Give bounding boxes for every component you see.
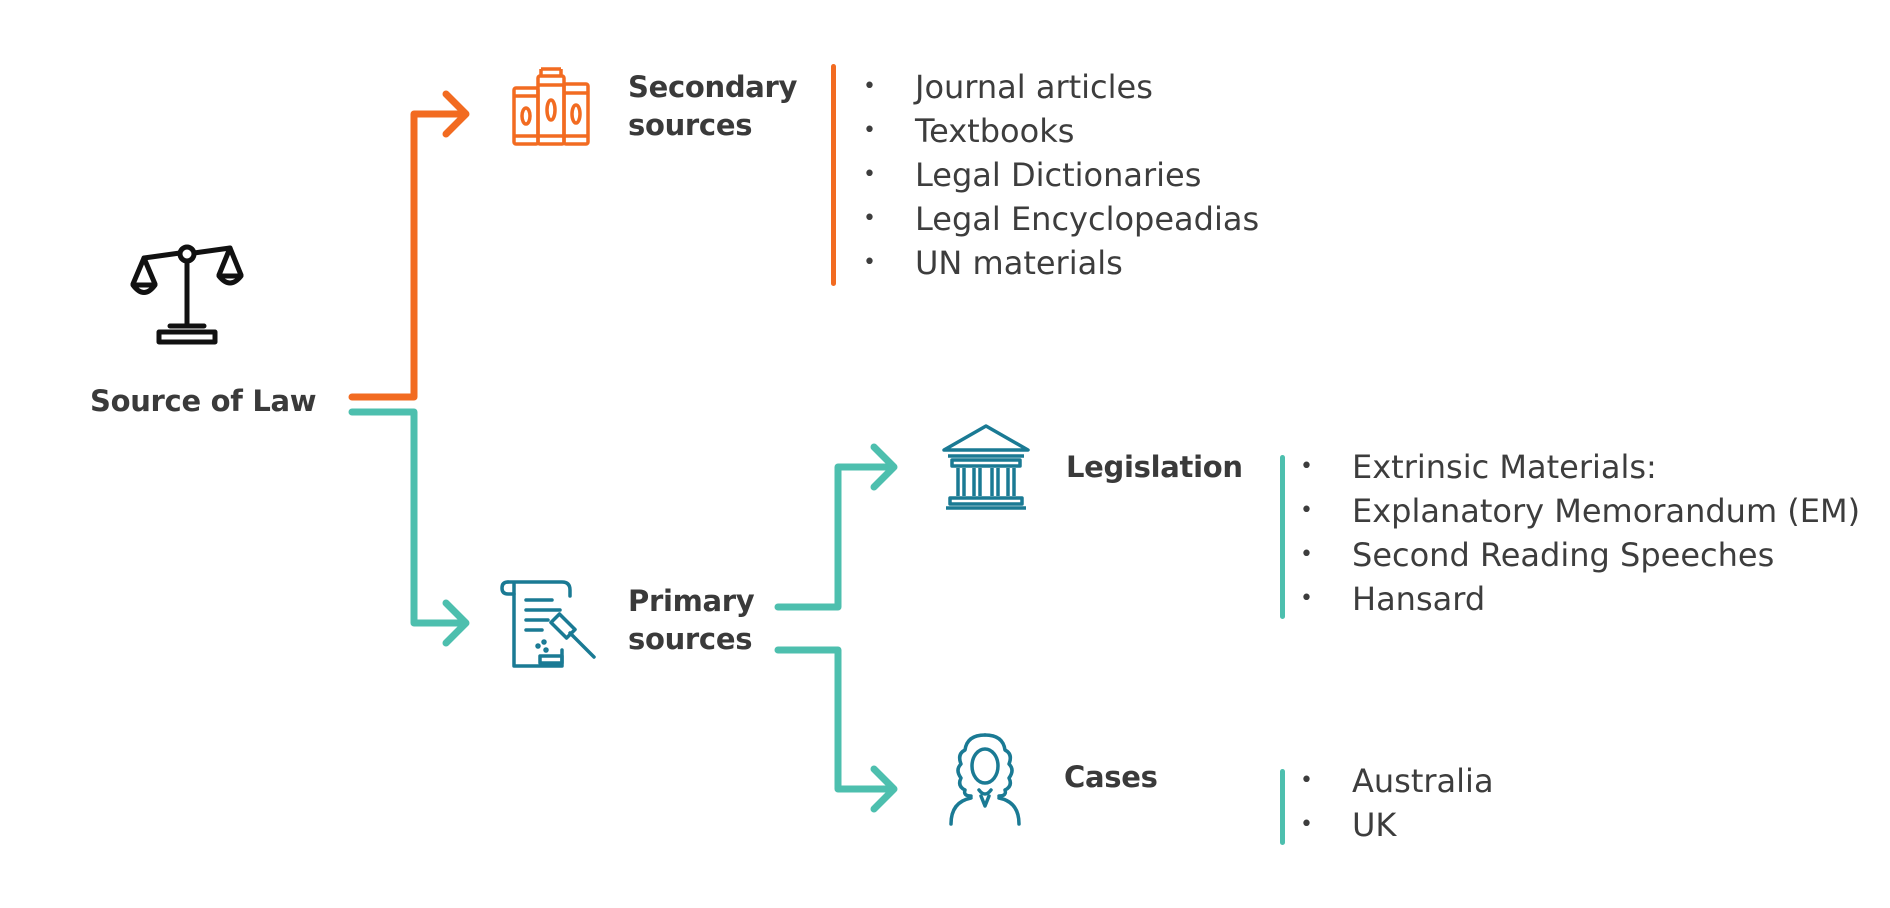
list-item: Hansard — [1300, 577, 1860, 621]
legislation-label: Legislation — [1066, 450, 1243, 484]
secondary-divider — [831, 64, 836, 286]
arrowhead-primary — [442, 599, 470, 647]
primary-label-line1: Primary — [628, 584, 755, 618]
list-item: Australia — [1300, 759, 1494, 803]
judge-wig-icon — [945, 732, 1025, 826]
connector-legislation — [774, 463, 894, 611]
primary-label: Primary sources — [628, 582, 755, 658]
list-item: Journal articles — [863, 65, 1259, 109]
list-item: Second Reading Speeches — [1300, 533, 1860, 577]
secondary-label-line1: Secondary — [628, 70, 798, 104]
list-item: UN materials — [863, 241, 1259, 285]
list-item: Legal Encyclopeadias — [863, 197, 1259, 241]
secondary-label-line2: sources — [628, 108, 753, 142]
arrowhead-legislation — [870, 443, 898, 491]
primary-label-line2: sources — [628, 622, 753, 656]
books-icon — [511, 66, 593, 148]
parliament-building-icon — [940, 422, 1032, 512]
legislation-divider — [1280, 455, 1285, 619]
list-item: Explanatory Memorandum (EM) — [1300, 489, 1860, 533]
arrowhead-cases — [870, 765, 898, 813]
connector-primary — [348, 408, 466, 627]
connector-cases — [774, 646, 894, 793]
list-item: Extrinsic Materials: — [1300, 445, 1860, 489]
secondary-list: Journal articles Textbooks Legal Diction… — [863, 65, 1259, 285]
cases-divider — [1280, 769, 1285, 845]
root-label: Source of Law — [90, 384, 317, 418]
legislation-list: Extrinsic Materials: Explanatory Memoran… — [1300, 445, 1860, 621]
list-item: Textbooks — [863, 109, 1259, 153]
list-item: Legal Dictionaries — [863, 153, 1259, 197]
list-item: UK — [1300, 803, 1494, 847]
cases-label: Cases — [1064, 760, 1158, 794]
document-gavel-icon — [500, 578, 600, 670]
arrowhead-secondary — [442, 90, 470, 138]
scales-of-justice-icon — [130, 242, 246, 346]
cases-list: Australia UK — [1300, 759, 1494, 847]
secondary-label: Secondary sources — [628, 68, 797, 144]
connector-secondary — [348, 110, 466, 401]
